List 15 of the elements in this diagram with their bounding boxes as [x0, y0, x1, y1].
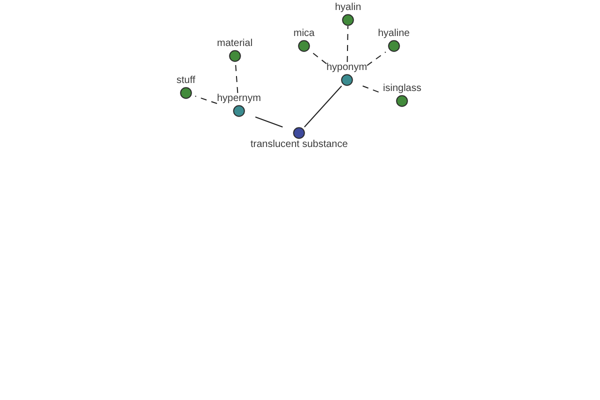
node-label: stuff [176, 75, 196, 87]
connector-line [194, 96, 218, 104]
node-label: hyalin [335, 2, 362, 14]
node-label: mica [294, 28, 315, 40]
node-label: isinglass [383, 83, 422, 95]
node-label: hyponym [326, 62, 368, 74]
connector-line [254, 116, 284, 128]
node-label: hyaline [378, 28, 410, 40]
node-label: material [217, 38, 253, 50]
connector-line [304, 86, 342, 128]
connector-line [311, 52, 327, 64]
connector-line [346, 26, 348, 62]
node-label: translucent substance [250, 139, 348, 151]
connector-line [366, 52, 386, 66]
node-label: hypernym [217, 93, 261, 105]
